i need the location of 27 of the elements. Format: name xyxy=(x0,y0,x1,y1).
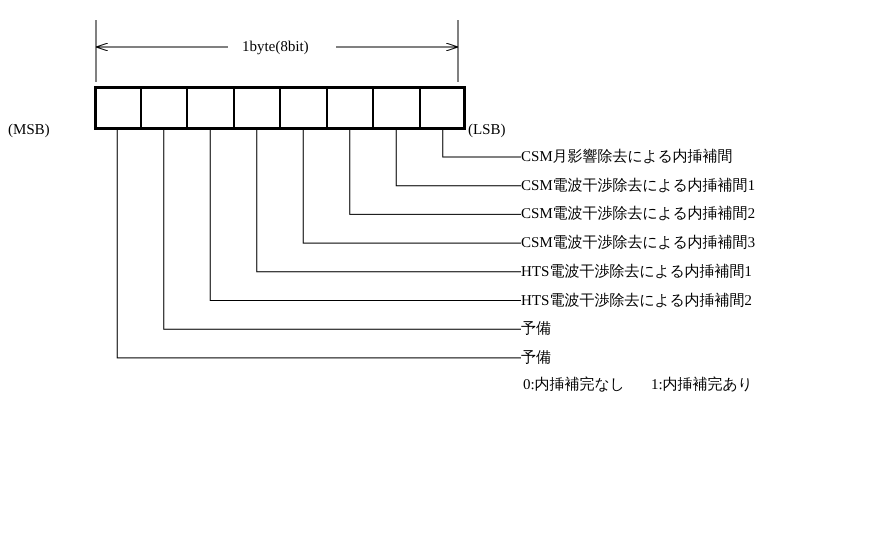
bit-cell xyxy=(373,86,420,130)
bit-cell xyxy=(326,86,373,130)
msb-label: (MSB) xyxy=(8,121,50,139)
leader-line xyxy=(116,130,522,358)
dimension-label: 1byte(8bit) xyxy=(242,38,309,56)
legend-note: 0:内挿補完なし xyxy=(523,376,625,394)
bit-description: HTS電波干渉除去による内挿補間2 xyxy=(521,292,752,310)
bit-description: CSM電波干渉除去による内挿補間2 xyxy=(521,205,756,224)
leader-line xyxy=(302,130,522,244)
leader-line xyxy=(163,130,522,330)
lsb-label: (LSB) xyxy=(468,121,506,139)
leader-line xyxy=(256,130,522,272)
bit-description: 予備 xyxy=(521,320,551,338)
bit-cell xyxy=(234,86,280,130)
leader-line xyxy=(442,130,522,158)
bit-cell xyxy=(187,86,234,130)
bit-description: 予備 xyxy=(521,348,551,367)
bit-cell xyxy=(280,86,326,130)
leader-line xyxy=(210,130,522,301)
bit-cell xyxy=(140,86,187,130)
leader-line xyxy=(396,130,522,186)
bit-description: HTS電波干渉除去による内挿補間1 xyxy=(521,262,752,281)
bit-description: CSM電波干渉除去による内挿補間3 xyxy=(521,234,756,252)
legend-note: 1:内挿補完あり xyxy=(651,376,753,394)
bit-description: CSM電波干渉除去による内挿補間1 xyxy=(521,176,756,195)
bit-description: CSM月影響除去による内挿補間 xyxy=(521,148,733,166)
leader-line xyxy=(349,130,522,215)
